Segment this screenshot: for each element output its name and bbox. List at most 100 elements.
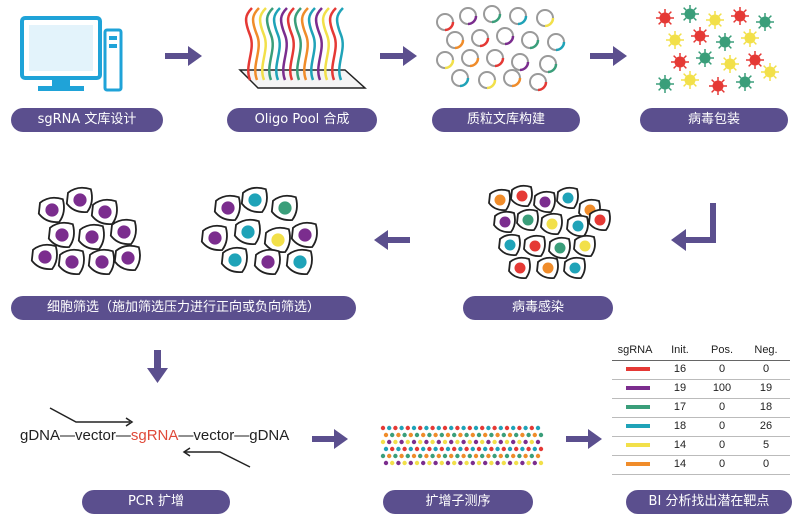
seq-dot — [380, 425, 386, 431]
seq-dot — [517, 453, 522, 459]
seq-dot — [489, 460, 494, 466]
seq-dot — [390, 460, 395, 466]
cell — [566, 214, 589, 238]
cell — [253, 248, 281, 276]
seq-dot — [504, 453, 510, 459]
plasmid-insert — [444, 59, 455, 70]
step-pcr: PCR 扩增 — [82, 490, 230, 514]
arrow-down-icon — [147, 350, 168, 383]
neg-value: 18 — [759, 401, 773, 413]
col-neg: Neg. — [754, 344, 778, 356]
plasmid-insert — [454, 39, 465, 50]
cell — [290, 221, 318, 249]
step-cell-screening: 细胞筛选（施加筛选压力进行正向或负向筛选） — [11, 296, 356, 320]
seq-dot — [498, 425, 503, 431]
seq-dot — [411, 425, 417, 431]
virus-particle — [709, 77, 727, 95]
seq-dot — [511, 439, 516, 445]
seq-dot — [529, 439, 534, 445]
flow-arrows — [147, 46, 716, 449]
virus-particle — [656, 75, 674, 93]
oligo-strand — [265, 7, 274, 81]
pos-value: 0 — [718, 439, 726, 451]
oligo-pool-icon — [238, 7, 367, 89]
cell — [113, 244, 141, 272]
seq-vector-right: vector — [193, 427, 235, 444]
seq-dot — [498, 453, 503, 459]
cell — [563, 256, 586, 280]
seq-dot — [532, 432, 537, 438]
arrow-right-icon — [590, 46, 627, 66]
sequencing-dots-icon — [380, 425, 544, 466]
plasmid-rings-icon — [436, 5, 566, 92]
cell — [510, 184, 533, 208]
sgrna-color-swatch — [626, 443, 650, 447]
seq-dot — [402, 460, 407, 466]
cell — [233, 218, 261, 246]
seq-dot — [514, 432, 519, 438]
seq-dot — [380, 439, 386, 445]
seq-dot — [449, 425, 454, 431]
seq-dot — [489, 432, 494, 438]
seq-dot — [396, 446, 401, 452]
cell — [263, 226, 291, 254]
cell — [516, 208, 539, 232]
seq-dot — [520, 446, 525, 452]
cell — [488, 188, 511, 212]
seq-dot — [507, 432, 513, 438]
seq-dot — [411, 453, 417, 459]
seq-dot — [455, 439, 460, 445]
neg-value: 0 — [762, 363, 770, 375]
sgrna-color-swatch — [626, 424, 650, 428]
seq-dot — [405, 425, 410, 431]
oligo-strand — [258, 7, 267, 81]
seq-dot — [445, 432, 451, 438]
pos-value: 0 — [718, 420, 726, 432]
computer-icon — [20, 16, 123, 92]
seq-dot — [464, 460, 469, 466]
cell — [109, 218, 137, 246]
step-amplicon-seq: 扩增子测序 — [383, 490, 533, 514]
pos-value: 100 — [712, 382, 732, 394]
cell — [90, 198, 118, 226]
seq-dot — [507, 460, 513, 466]
seq-dot — [480, 425, 485, 431]
plasmid-insert — [504, 35, 515, 46]
plasmid-insert — [444, 21, 455, 32]
seq-dot — [387, 425, 392, 431]
seq-dot — [402, 446, 407, 452]
seq-dot — [402, 432, 407, 438]
seq-dot — [411, 439, 417, 445]
seq-dot — [473, 453, 479, 459]
seq-dot — [393, 425, 398, 431]
sgrna-color-swatch — [626, 367, 650, 371]
seq-dot — [483, 460, 488, 466]
cell — [77, 223, 105, 251]
construct-sequence: gDNA—vector—sgRNA—vector—gDNA — [20, 427, 290, 444]
seq-dot — [504, 425, 510, 431]
seq-dot — [383, 460, 389, 466]
seq-dot — [396, 460, 401, 466]
seq-dot — [486, 453, 491, 459]
virus-particle — [716, 33, 734, 51]
seq-dot — [467, 453, 472, 459]
arrow-right-icon — [312, 429, 348, 449]
pos-value: 0 — [718, 401, 726, 413]
step-plasmid-library: 质粒文库构建 — [432, 108, 580, 132]
col-pos: Pos. — [710, 344, 733, 356]
seq-dot — [424, 425, 429, 431]
cell — [270, 194, 298, 222]
seq-dot — [514, 446, 519, 452]
seq-dot — [390, 432, 395, 438]
cell — [220, 246, 248, 274]
init-value: 17 — [673, 401, 687, 413]
virus-particle — [731, 7, 749, 25]
seq-dot — [387, 453, 392, 459]
seq-dot — [511, 425, 516, 431]
virus-particle — [741, 29, 759, 47]
seq-dot — [408, 446, 413, 452]
arrow-left-icon — [374, 230, 410, 250]
virus-particle — [756, 13, 774, 31]
init-value: 14 — [673, 458, 687, 470]
